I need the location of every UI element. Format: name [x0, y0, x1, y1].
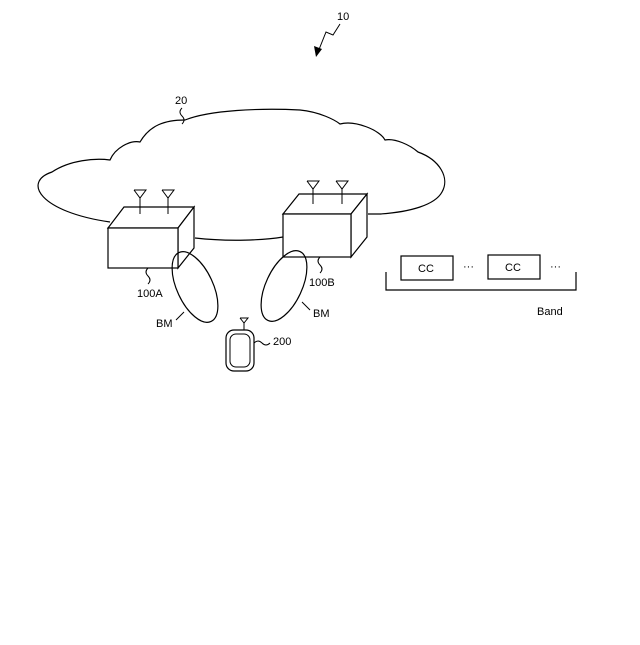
- terminal-device: [226, 330, 254, 371]
- component-carrier-2: CC: [488, 255, 540, 279]
- base-station-a-leader: [146, 268, 150, 284]
- beam-b-label: BM: [313, 308, 330, 320]
- beam-a-label: BM: [156, 318, 173, 330]
- component-carrier-1: CC: [401, 256, 453, 280]
- component-carrier-1-label: CC: [418, 263, 434, 275]
- base-station-b: [283, 194, 367, 257]
- base-station-b-label: 100B: [309, 277, 335, 289]
- base-station-a-label: 100A: [137, 288, 163, 300]
- band-label: Band: [537, 306, 563, 318]
- beam-a-leader: [176, 312, 184, 320]
- base-station-b-leader: [318, 257, 322, 273]
- network-leader: [180, 108, 184, 124]
- network-cloud: [38, 109, 445, 240]
- system-label: 10: [337, 11, 349, 23]
- network-label: 20: [175, 95, 187, 107]
- terminal-label: 200: [273, 336, 291, 348]
- base-station-a: [108, 207, 194, 268]
- antenna-icon: [240, 318, 248, 330]
- terminal-leader: [254, 341, 270, 345]
- system-pointer-arrow: [314, 24, 340, 57]
- band-bracket: [386, 272, 576, 290]
- ellipsis-2: ···: [550, 261, 561, 273]
- beam-b-leader: [302, 302, 310, 310]
- component-carrier-2-label: CC: [505, 262, 521, 274]
- ellipsis-1: ···: [463, 261, 474, 273]
